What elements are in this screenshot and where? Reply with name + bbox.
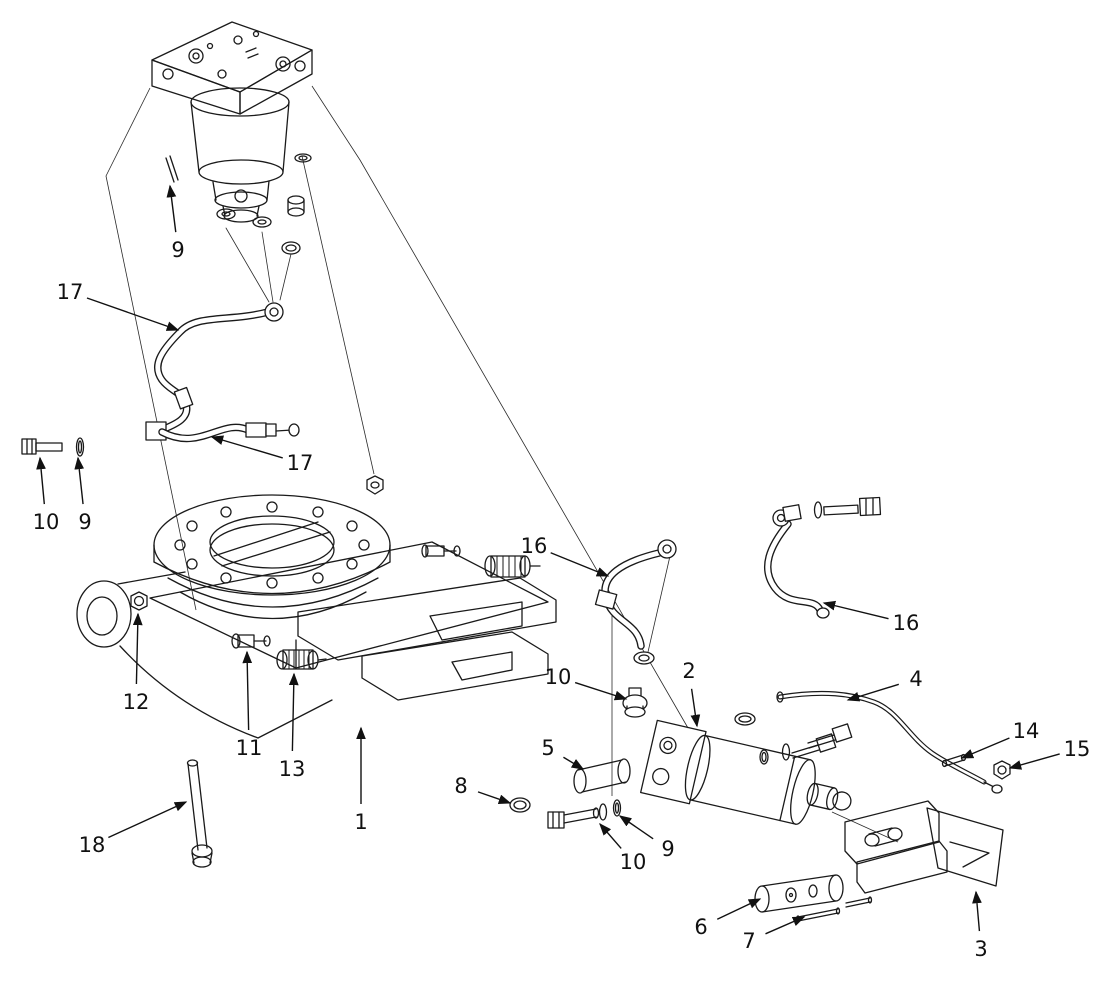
callout-leader-14 — [960, 737, 1010, 759]
hydraulic-motor — [190, 87, 290, 223]
callout-leader-9 — [618, 815, 654, 840]
callout-label-10: 10 — [33, 510, 60, 534]
callout-leader-16 — [822, 600, 889, 620]
motor-port-fittings — [216, 195, 305, 303]
bracket-3 — [844, 800, 1004, 894]
rotator-housing — [76, 541, 557, 739]
nut-15 — [993, 760, 1011, 780]
callout-leader-17 — [86, 297, 180, 331]
callout-label-17: 17 — [57, 280, 84, 304]
callout-label-16: 16 — [521, 534, 548, 558]
callout-label-12: 12 — [123, 690, 150, 714]
callout-label-18: 18 — [79, 833, 106, 857]
cylinder-seals-and-bolts — [734, 712, 853, 765]
callout-leader-3 — [972, 890, 982, 932]
deck-quick-coupler — [484, 555, 541, 578]
callout-leader-15 — [1008, 753, 1060, 770]
callout-leader-4 — [846, 683, 900, 702]
callout-label-17: 17 — [287, 451, 314, 475]
callout-leader-8 — [477, 791, 512, 804]
callout-leader-9 — [166, 184, 177, 233]
callout-label-9: 9 — [661, 837, 674, 861]
callout-label-11: 11 — [236, 736, 263, 760]
callout-label-9: 9 — [78, 510, 91, 534]
callout-label-7: 7 — [742, 929, 755, 953]
callout-leader-10 — [36, 456, 46, 505]
callout-label-1: 1 — [354, 810, 367, 834]
callout-label-13: 13 — [279, 757, 306, 781]
hydraulic-cylinder — [640, 719, 852, 825]
link-6 — [754, 874, 844, 913]
callout-label-16: 16 — [893, 611, 920, 635]
callout-leader-7 — [765, 916, 806, 935]
rod-4 — [776, 690, 1003, 794]
callout-leader-6 — [716, 898, 762, 920]
callout-leader-10 — [574, 681, 628, 701]
fitting-11 — [231, 633, 271, 649]
callouts-layer: 9 17 17 10 9 12 11 13 1 18 16 16 10 2 5 8 10 9 4 14 15 6 7 3 — [33, 184, 1091, 961]
nut-12 — [130, 591, 148, 611]
callout-label-9: 9 — [171, 238, 184, 262]
bolt-10-left — [21, 437, 85, 457]
bolt-18 — [186, 759, 213, 868]
callout-leader-2 — [690, 688, 701, 728]
callout-label-15: 15 — [1064, 737, 1091, 761]
callout-leader-10 — [599, 822, 622, 849]
callout-leader-13 — [288, 672, 299, 752]
hose-17-upper — [145, 302, 284, 441]
callout-label-5: 5 — [541, 736, 554, 760]
callout-leader-18 — [108, 801, 188, 839]
bolt-with-washers — [547, 799, 622, 829]
quick-coupler-13 — [276, 649, 327, 670]
callout-leader-9 — [74, 456, 85, 505]
callout-label-14: 14 — [1013, 719, 1040, 743]
nut-above-ring — [366, 475, 384, 495]
hose-16-right — [763, 496, 882, 619]
callout-label-6: 6 — [694, 915, 707, 939]
callout-label-10: 10 — [545, 665, 572, 689]
slewing-ring — [153, 494, 391, 620]
callout-leader-16 — [550, 552, 610, 577]
pin-and-oring — [165, 153, 312, 183]
deck-fitting — [421, 544, 461, 558]
callout-leader-17 — [210, 435, 283, 459]
callout-leader-5 — [563, 756, 585, 770]
callout-label-8: 8 — [454, 774, 467, 798]
callout-label-4: 4 — [909, 667, 922, 691]
hose-16-middle — [594, 539, 677, 718]
callout-label-2: 2 — [682, 659, 695, 683]
callout-label-10: 10 — [620, 850, 647, 874]
sleeve-5 — [573, 758, 631, 794]
callout-leader-11 — [242, 650, 253, 731]
hose-17-lower — [158, 422, 300, 443]
callout-label-3: 3 — [974, 937, 987, 961]
callout-leader-12 — [132, 612, 143, 685]
projection-lines — [105, 85, 899, 843]
oring-8 — [509, 797, 531, 813]
control-valve-block — [151, 21, 313, 115]
